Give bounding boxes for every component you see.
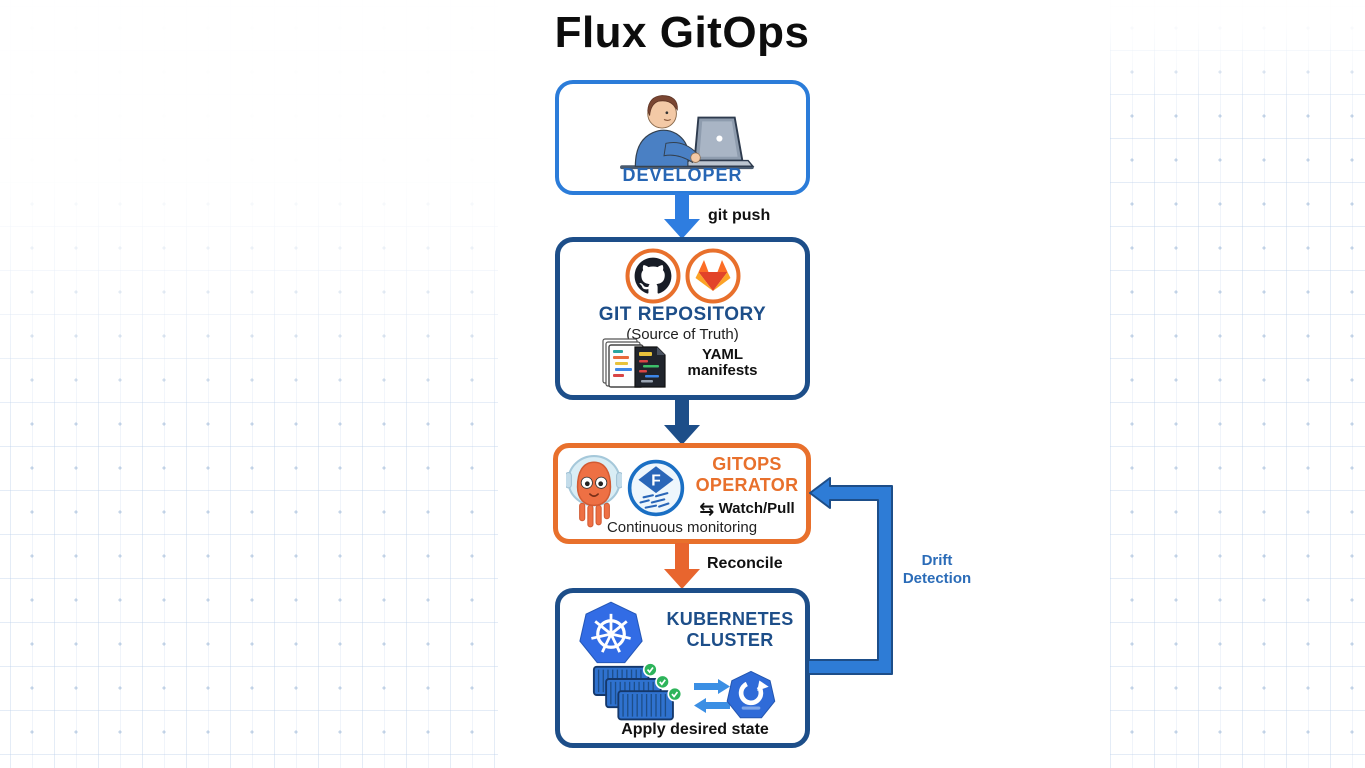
apply-desired-state-label: Apply desired state (621, 721, 769, 738)
gitlab-icon (684, 247, 742, 305)
containers-icon (588, 663, 692, 727)
yaml-manifests-label: YAML manifests (687, 346, 758, 379)
kubernetes-cluster-title: KUBERNETES CLUSTER (666, 609, 794, 650)
watch-pull-arrows-icon: ⇆ (699, 499, 715, 520)
git-push-arrow (664, 193, 700, 239)
page-title: Flux GitOps (554, 8, 810, 57)
developer-node: DEVELOPER (555, 80, 810, 195)
developer-label: DEVELOPER (622, 165, 743, 185)
sync-arrows-icon (692, 677, 732, 715)
reconcile-arrow (664, 543, 700, 589)
argocd-octopus-icon (566, 454, 622, 530)
watch-pull-label: ⇆ Watch/Pull (684, 499, 810, 520)
watch-pull-text: Watch/Pull (718, 500, 795, 517)
background-right-fade (1110, 0, 1365, 110)
svg-text:F: F (651, 472, 660, 489)
git-push-label: git push (708, 207, 771, 224)
drift-detection-label: Drift Detection (902, 552, 972, 587)
kubernetes-wheel-icon (576, 599, 646, 669)
drift-detection-loop-arrow (807, 477, 893, 675)
developer-at-laptop-icon (603, 86, 768, 172)
registry-icon (725, 669, 777, 719)
continuous-monitoring-label: Continuous monitoring (606, 519, 758, 536)
repo-to-operator-arrow (664, 398, 700, 445)
background-left-fade (0, 0, 498, 430)
flux-icon: F (626, 458, 686, 518)
git-repository-node: GIT REPOSITORY (Source of Truth) (555, 237, 810, 400)
git-repository-title: GIT REPOSITORY (598, 304, 767, 325)
gitops-operator-title: GITOPS OPERATOR (695, 454, 799, 495)
kubernetes-cluster-node: KUBERNETES CLUSTER (555, 588, 810, 748)
gitops-operator-node: F GITOPS OPERATOR ⇆ Watch/Pull Continuou… (553, 443, 811, 544)
github-icon (624, 247, 682, 305)
reconcile-label: Reconcile (707, 555, 783, 572)
git-repository-subtitle: (Source of Truth) (626, 326, 739, 343)
yaml-manifests-icon (597, 337, 669, 389)
